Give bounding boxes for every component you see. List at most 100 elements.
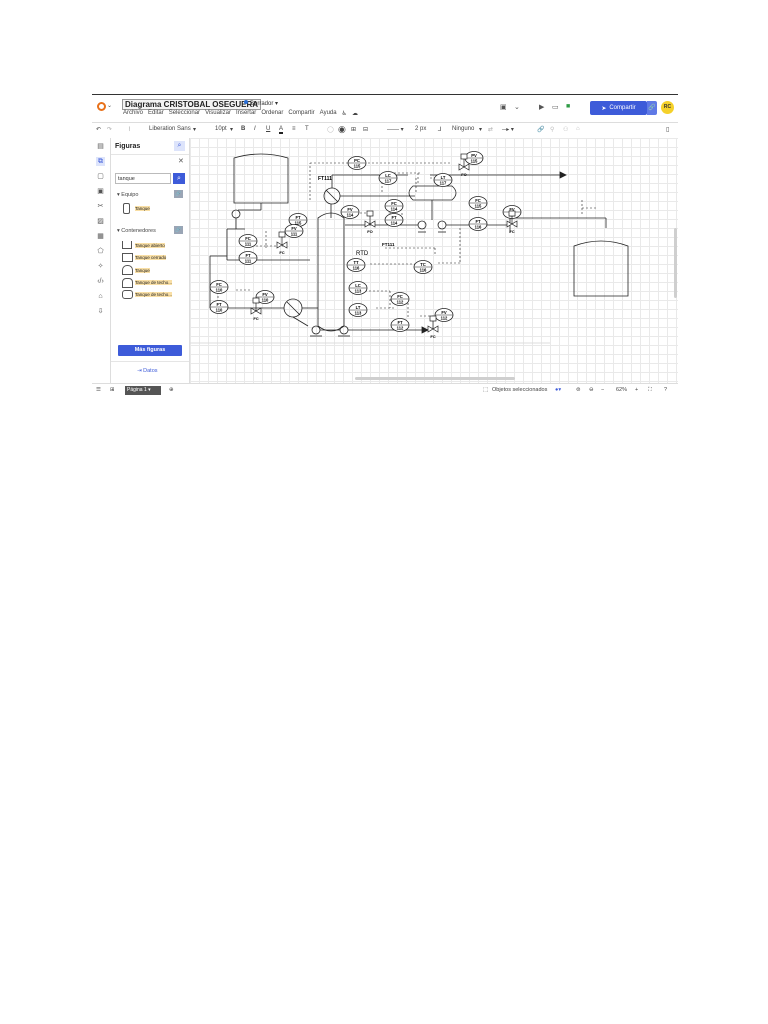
roof-tank-icon[interactable]	[122, 278, 133, 288]
control-valve[interactable]: FO	[458, 153, 470, 177]
avatar[interactable]: RC	[661, 101, 674, 114]
chevron-down-icon[interactable]: ▾	[230, 127, 234, 133]
ai-icon[interactable]: ✧	[97, 263, 104, 270]
pump-5[interactable]	[339, 325, 349, 335]
section-equipo[interactable]: ▾ Equipo	[117, 192, 139, 198]
layers-icon[interactable]: ▦	[97, 233, 104, 240]
arrow-start-select[interactable]: Ninguno	[452, 126, 475, 132]
undo-icon[interactable]: ↶	[96, 127, 102, 133]
shadow-icon[interactable]: ⊞	[351, 127, 357, 133]
menu-ayuda[interactable]: Ayuda	[319, 110, 337, 116]
font-size-select[interactable]: 10pt	[215, 126, 227, 132]
help-icon[interactable]: ?	[664, 387, 668, 393]
pump-2[interactable]	[417, 220, 427, 230]
shape-item-tanque[interactable]: Tanque	[135, 206, 150, 211]
cloud-saved-icon[interactable]: ☁	[351, 111, 358, 117]
shape-item-tanque-abierto[interactable]: Tanque abierto	[135, 243, 165, 248]
control-valve[interactable]: FC	[276, 231, 288, 255]
horizontal-scrollbar[interactable]	[355, 377, 515, 380]
pump-4[interactable]	[311, 325, 321, 335]
lucid-logo-icon[interactable]	[97, 102, 106, 111]
menu-insertar[interactable]: Insertar	[235, 110, 257, 116]
lock-icon[interactable]: ⌂	[576, 126, 580, 132]
image-icon[interactable]: ▨	[97, 218, 104, 225]
zoom-level[interactable]: 62%	[616, 387, 628, 393]
media-icon[interactable]: ▣	[97, 188, 104, 195]
page-tab[interactable]: Página 1 ▾	[125, 386, 161, 395]
layers-icon[interactable]: ⊜	[576, 387, 581, 393]
fill-color-icon[interactable]: ◯	[327, 127, 334, 133]
shape-item-tanque-2[interactable]: Tanque	[135, 268, 150, 273]
border-style-icon[interactable]: ◉	[338, 124, 346, 134]
chevron-down-icon[interactable]: ⌄	[107, 103, 113, 109]
reflux-drum[interactable]	[408, 185, 457, 201]
storage-tank-1[interactable]	[233, 153, 289, 204]
document-title[interactable]: Diagrama CRISTOBAL OSEGUERA	[122, 99, 262, 110]
italic-button[interactable]: I	[254, 126, 256, 132]
shape-item-tanque-techo-1[interactable]: Tanque de techo...	[135, 280, 173, 285]
add-page-icon[interactable]: ⊕	[169, 387, 174, 393]
section-contenedores[interactable]: ▾ Contenedores	[117, 228, 156, 234]
zoom-in-icon[interactable]: +	[635, 387, 639, 393]
font-family-select[interactable]: Liberation Sans	[149, 126, 191, 132]
menu-visualizar[interactable]: Visualizar	[205, 110, 231, 116]
panel-toggle-icon[interactable]: ▯	[666, 127, 670, 133]
comment-icon[interactable]: ⊖	[589, 387, 594, 393]
more-shapes-button[interactable]: Más figuras	[118, 345, 182, 356]
closed-tank-icon[interactable]	[122, 253, 133, 262]
storage-tank-2[interactable]	[573, 240, 629, 297]
link-icon[interactable]: 🔗	[174, 226, 183, 234]
distillation-column[interactable]	[317, 212, 345, 332]
vertical-scrollbar[interactable]	[674, 228, 677, 298]
chevron-down-icon[interactable]: ▾	[193, 127, 197, 133]
menu-compartir[interactable]: Compartir	[288, 110, 315, 116]
link-icon[interactable]: 🔗	[537, 127, 545, 133]
comment-icon[interactable]: ▣	[500, 104, 507, 111]
bold-button[interactable]: B	[241, 126, 246, 132]
close-icon[interactable]: ✕	[178, 158, 184, 165]
redo-icon[interactable]: ↷	[107, 127, 113, 133]
pages-icon[interactable]: ▤	[97, 143, 104, 150]
more-icon[interactable]: ⚇	[563, 127, 569, 133]
template-icon[interactable]: ▢	[97, 173, 104, 180]
shapes-icon[interactable]: ⧉	[96, 157, 105, 166]
line-type-icon[interactable]: ⅃	[438, 127, 442, 133]
search-icon[interactable]: ⌕	[173, 173, 185, 184]
link-icon[interactable]: 🔗	[174, 190, 183, 198]
underline-button[interactable]: U	[266, 126, 271, 132]
swap-icon[interactable]: ⇄	[488, 127, 494, 133]
list-view-icon[interactable]: ☰	[96, 387, 101, 393]
control-valve[interactable]: FO	[364, 210, 376, 234]
search-input[interactable]: tanque	[115, 173, 171, 184]
search-icon[interactable]: ⌕	[174, 141, 185, 151]
text-color-button[interactable]: A	[279, 126, 284, 134]
accessibility-icon[interactable]: ♿	[341, 111, 347, 117]
pid-diagram[interactable]: PC115PV115LC117LT117FC114FT114FV114FT115…	[190, 138, 678, 383]
arrow-end-icon[interactable]: ─▸ ▾	[502, 127, 514, 133]
tank-shape-icon[interactable]	[123, 203, 130, 214]
line-style-icon[interactable]: —— ▾	[387, 127, 404, 133]
align-button[interactable]: ≡	[292, 126, 296, 132]
diagram-label-rtd[interactable]: RTD	[356, 251, 369, 257]
present-icon[interactable]: ▶	[539, 104, 545, 111]
status-badge[interactable]: Borrador ▾	[244, 100, 278, 107]
diagram-label-ft111-2[interactable]: FT111	[382, 242, 395, 247]
